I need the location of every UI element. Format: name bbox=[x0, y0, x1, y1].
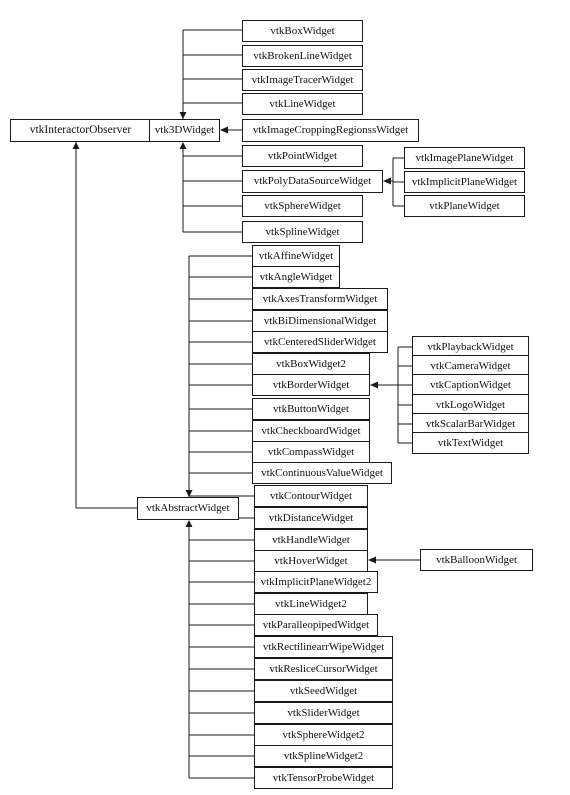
node-vtk-axes-transform-widget: vtkAxesTransformWidget bbox=[252, 288, 388, 310]
node-vtk-sphere-widget: vtkSphereWidget bbox=[242, 195, 363, 217]
node-vtk-balloon-widget: vtkBalloonWidget bbox=[420, 549, 533, 571]
node-vtk-compass-widget: vtkCompassWidget bbox=[252, 441, 370, 463]
node-vtk-plane-widget: vtkPlaneWidget bbox=[404, 195, 525, 217]
node-vtk-hover-widget: vtkHoverWidget bbox=[254, 550, 368, 572]
node-vtk-contour-widget: vtkContourWidget bbox=[254, 485, 368, 507]
node-vtk-slider-widget: vtkSliderWidget bbox=[254, 702, 393, 724]
node-vtk-rectilinear-wipe-widget: vtkRectilinearrWipeWidget bbox=[254, 636, 393, 658]
node-vtk-line-widget: vtkLineWidget bbox=[242, 93, 363, 115]
node-vtk-image-tracer-widget: vtkImageTracerWidget bbox=[242, 69, 363, 91]
node-vtk-border-widget: vtkBorderWidget bbox=[252, 374, 370, 396]
node-vtk-sphere-widget2: vtkSphereWidget2 bbox=[254, 724, 393, 746]
node-vtk-point-widget: vtkPointWidget bbox=[242, 145, 363, 167]
node-vtk-image-plane-widget: vtkImagePlaneWidget bbox=[404, 147, 525, 169]
arrowhead-63 bbox=[370, 381, 378, 389]
node-vtk3d-widget: vtk3DWidget bbox=[149, 119, 220, 142]
arrowhead-12 bbox=[179, 142, 187, 149]
node-vtk-checkboard-widget: vtkCheckboardWidget bbox=[252, 420, 370, 442]
node-vtk-abstract-widget: vtkAbstractWidget bbox=[137, 497, 239, 520]
arrowhead-6 bbox=[179, 112, 187, 119]
node-vtk-spline-widget: vtkSplineWidget bbox=[242, 221, 363, 243]
node-vtk-bi-dimensional-widget: vtkBiDimensionalWidget bbox=[252, 310, 388, 332]
node-vtk-reslice-cursor-widget: vtkResliceCursorWidget bbox=[254, 658, 393, 680]
node-vtk-continuous-value-widget: vtkContinuousValueWidget bbox=[252, 462, 392, 484]
node-vtk-implicit-plane-widget: vtkImplicitPlaneWidget bbox=[404, 171, 525, 193]
node-vtk-broken-line-widget: vtkBrokenLineWidget bbox=[242, 45, 363, 67]
node-vtk-seed-widget: vtkSeedWidget bbox=[254, 680, 393, 702]
arrowhead-65 bbox=[368, 556, 376, 564]
node-vtk-poly-data-source-widget: vtkPolyDataSourceWidget bbox=[242, 170, 383, 193]
arrowhead-27 bbox=[185, 490, 193, 497]
node-vtk-image-cropping-regions-widget: vtkImageCroppingRegionssWidget bbox=[242, 119, 419, 142]
node-vtk-handle-widget: vtkHandleWidget bbox=[254, 529, 368, 551]
node-vtk-interactor-observer: vtkInteractorObserver bbox=[10, 119, 151, 142]
node-vtk-affine-widget: vtkAffineWidget bbox=[252, 245, 340, 267]
arrowhead-19 bbox=[220, 126, 228, 134]
node-vtk-distance-widget: vtkDistanceWidget bbox=[254, 507, 368, 529]
node-vtk-implicit-plane-widget2: vtkImplicitPlaneWidget2 bbox=[254, 571, 378, 593]
node-vtk-button-widget: vtkButtonWidget bbox=[252, 398, 370, 420]
node-vtk-text-widget: vtkTextWidget bbox=[412, 432, 529, 454]
arrowhead-2 bbox=[72, 142, 80, 149]
node-vtk-caption-widget: vtkCaptionWidget bbox=[412, 374, 529, 396]
node-vtk-centered-slider-widget: vtkCenteredSliderWidget bbox=[252, 331, 388, 353]
node-vtk-angle-widget: vtkAngleWidget bbox=[252, 266, 340, 288]
node-vtk-line-widget2: vtkLineWidget2 bbox=[254, 593, 368, 615]
arrowhead-25 bbox=[383, 177, 391, 185]
node-vtk-spline-widget2: vtkSplineWidget2 bbox=[254, 745, 393, 767]
node-vtk-tensor-probe-widget: vtkTensorProbeWidget bbox=[254, 767, 393, 789]
arrowhead-40 bbox=[185, 520, 193, 527]
node-vtk-box-widget2: vtkBoxWidget2 bbox=[252, 353, 370, 375]
node-vtk-box-widget: vtkBoxWidget bbox=[242, 20, 363, 42]
node-vtk-paralleopiped-widget: vtkParalleopipedWidget bbox=[254, 614, 378, 636]
